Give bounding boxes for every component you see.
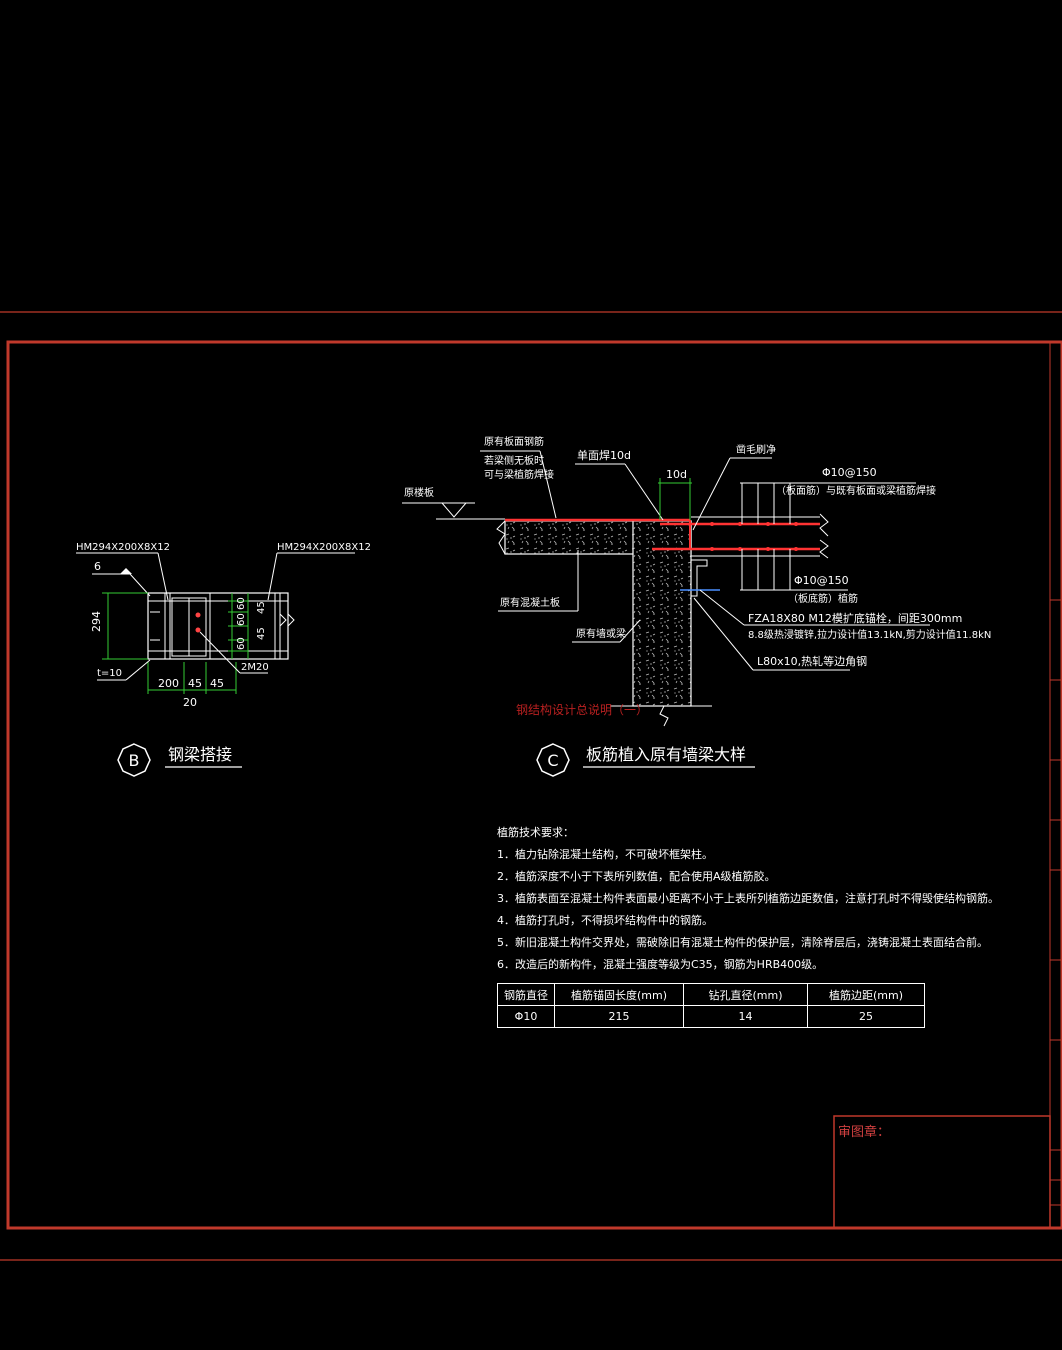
table-cell: 25	[807, 1005, 925, 1028]
table-header: 植筋边距(mm)	[807, 983, 925, 1006]
bolt-grade-label: 8.8级热浸镀锌,拉力设计值13.1kN,剪力设计值11.8kN	[748, 628, 991, 641]
left-beam-label: HM294X200X8X12	[76, 542, 170, 553]
roughen-label: 凿毛刷净	[736, 443, 776, 456]
table-header: 植筋锚固长度(mm)	[554, 983, 684, 1006]
detail-c-marker: C	[547, 751, 558, 770]
requirement-item: 6．改造后的新构件，混凝土强度等级为C35，钢筋为HRB400级。	[497, 958, 824, 971]
table-header: 钢筋直径	[497, 983, 555, 1006]
detail-c-marker-icon	[536, 743, 570, 777]
dim-20: 20	[183, 696, 197, 709]
bolt-hole	[195, 612, 201, 618]
table-cell: 14	[683, 1005, 808, 1028]
detail-b-title: 钢梁搭接	[168, 745, 232, 764]
dim-45a: 45	[188, 677, 202, 690]
angle-label: L80x10,热轧等边角钢	[757, 654, 867, 668]
remove-note-1: 若梁侧无板时	[484, 454, 544, 467]
table-row: Φ10 215 14 25	[497, 1005, 925, 1028]
orig-floor-label: 原楼板	[404, 486, 434, 499]
dim-294: 294	[90, 611, 103, 632]
review-stamp-label: 审图章：	[838, 1124, 890, 1140]
detail-b-steel-beam-splice: HM294X200X8X12 HM294X200X8X12 6	[76, 542, 371, 777]
requirement-item: 2．植筋深度不小于下表所列数值，配合使用A级植筋胶。	[497, 870, 776, 883]
drawing-frame	[0, 311, 1062, 1261]
dim-200: 200	[158, 677, 179, 690]
right-beam-label: HM294X200X8X12	[277, 542, 371, 553]
existing-wall	[632, 520, 692, 707]
weld-symbol-icon	[120, 568, 132, 574]
bottom-rebar-spec: Φ10@150	[794, 574, 849, 587]
dim-45b: 45	[210, 677, 224, 690]
requirement-item: 1．植力钻除混凝土结构，不可破坏框架柱。	[497, 848, 713, 861]
table-cell: Φ10	[497, 1005, 555, 1028]
table-header: 钻孔直径(mm)	[683, 983, 808, 1006]
anchor-bolt-label: FZA18X80 M12模扩底锚栓，间距300mm	[748, 611, 962, 625]
table-cell: 215	[554, 1005, 684, 1028]
remove-note-2: 可与梁植筋焊接	[484, 468, 554, 481]
orig-slab-face-label: 原有板面钢筋	[484, 435, 544, 448]
bolt-label: 2M20	[241, 662, 269, 673]
dim-v60c: 60	[236, 637, 247, 650]
top-rebar-note: （板面筋）与既有板面或梁植筋焊接	[776, 484, 936, 497]
dim-10d: 10d	[666, 468, 687, 481]
requirement-item: 5．新旧混凝土构件交界处，需破除旧有混凝土构件的保护层，清除脊层后，浇铸混凝土表…	[497, 936, 988, 949]
watermark-text: 钢结构设计总说明（一）	[516, 702, 648, 717]
orig-wall-beam-label: 原有墙或梁	[576, 627, 626, 640]
dim-v45b: 45	[256, 627, 267, 640]
review-stamp-box: 审图章：	[833, 1115, 1051, 1229]
weld-label: 单面焊10d	[577, 448, 631, 462]
orig-slab-label: 原有混凝土板	[500, 596, 560, 609]
weld-size-label: 6	[94, 560, 101, 573]
dim-t10: t=10	[97, 668, 122, 679]
detail-b-marker: B	[129, 751, 140, 770]
bolt-hole	[195, 627, 201, 633]
detail-b-dimensions	[102, 592, 249, 694]
detail-c-title: 板筋植入原有墙梁大样	[586, 745, 746, 764]
dim-v45a: 45	[256, 601, 267, 614]
dim-v60a: 60	[236, 597, 247, 610]
beam-section	[147, 592, 289, 660]
bottom-rebar-note: （板底筋）植筋	[788, 592, 858, 605]
anchorage-table: 钢筋直径 植筋锚固长度(mm) 钻孔直径(mm) 植筋边距(mm) Φ10 21…	[497, 983, 925, 1028]
table-header-row: 钢筋直径 植筋锚固长度(mm) 钻孔直径(mm) 植筋边距(mm)	[497, 983, 925, 1006]
requirement-item: 3．植筋表面至混凝土构件表面最小距离不小于上表所列植筋边距数值，注意打孔时不得毁…	[497, 892, 999, 905]
detail-c-rebar-anchor: 原楼板 原有板面钢筋 若梁侧无板时 可与梁植筋焊接 单面焊10d 10d 凿毛刷…	[402, 435, 991, 777]
detail-b-marker-icon	[117, 743, 151, 777]
requirement-item: 4．植筋打孔时，不得损坏结构件中的钢筋。	[497, 914, 713, 927]
dim-v60b: 60	[236, 613, 247, 626]
requirements-heading: 植筋技术要求：	[497, 826, 574, 839]
top-rebar-spec: Φ10@150	[822, 466, 877, 479]
